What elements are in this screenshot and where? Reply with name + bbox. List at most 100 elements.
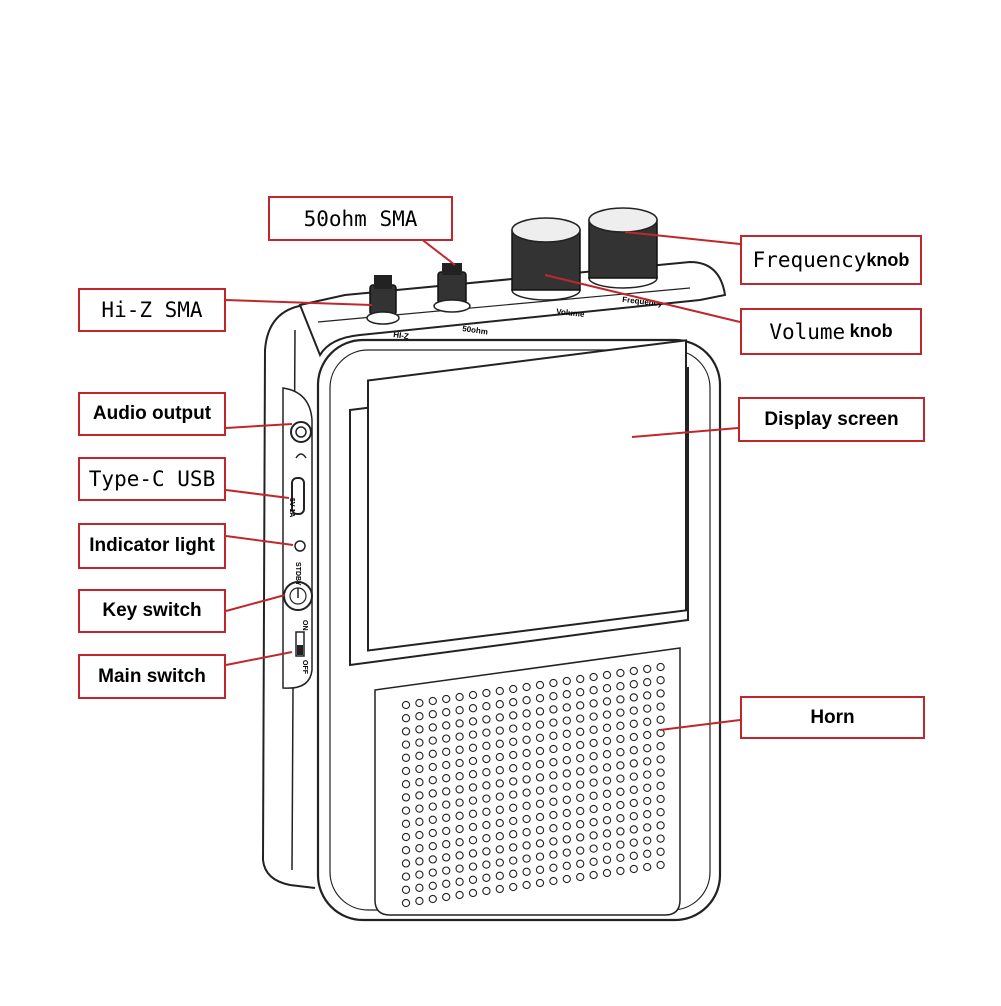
horn-hole bbox=[589, 712, 598, 721]
horn-hole bbox=[495, 766, 504, 775]
horn-hole bbox=[442, 721, 451, 730]
horn-hole bbox=[401, 793, 411, 802]
horn-hole bbox=[468, 809, 478, 818]
horn-hole bbox=[495, 805, 504, 814]
horn-hole bbox=[428, 868, 437, 877]
horn-hole bbox=[616, 866, 625, 876]
horn-hole bbox=[602, 763, 612, 772]
horn-hole bbox=[455, 824, 464, 834]
horn-hole bbox=[495, 779, 504, 788]
sma-50ohm-connector bbox=[433, 263, 471, 313]
horn-hole bbox=[616, 800, 625, 810]
horn-hole bbox=[602, 776, 612, 785]
leader-frequency-knob bbox=[624, 231, 741, 245]
horn-hole bbox=[468, 690, 478, 700]
horn-hole bbox=[549, 771, 558, 780]
horn-hole bbox=[468, 862, 478, 871]
horn-hole bbox=[589, 686, 598, 695]
horn-hole bbox=[576, 701, 585, 710]
horn-hole bbox=[415, 778, 424, 787]
horn-hole bbox=[535, 878, 545, 888]
horn-hole bbox=[576, 740, 585, 750]
label-indicator-light: Indicator light bbox=[89, 535, 215, 556]
horn-hole bbox=[415, 817, 424, 826]
horn-hole bbox=[509, 698, 518, 707]
horn-hole bbox=[656, 794, 665, 804]
horn-hole bbox=[562, 822, 571, 831]
horn-hole bbox=[442, 774, 451, 783]
horn-hole bbox=[522, 696, 531, 705]
horn-hole bbox=[509, 750, 518, 760]
horn-hole bbox=[656, 689, 665, 698]
label-display-screen: Display screen bbox=[764, 408, 899, 430]
horn-hole bbox=[643, 678, 652, 687]
callout-50ohm-sma: 50ohm SMA bbox=[268, 196, 453, 241]
horn-hole bbox=[468, 796, 478, 805]
horn-hole bbox=[401, 766, 411, 776]
horn-hole bbox=[442, 853, 451, 862]
horn-hole bbox=[415, 844, 424, 853]
horn-hole bbox=[656, 821, 665, 830]
horn-hole bbox=[455, 772, 464, 781]
horn-hole bbox=[428, 696, 437, 706]
horn-hole bbox=[535, 826, 545, 835]
horn-hole bbox=[401, 753, 411, 762]
callout-key-switch: Key switch bbox=[78, 589, 226, 633]
horn-hole bbox=[495, 726, 504, 735]
horn-hole bbox=[495, 884, 504, 894]
horn-hole bbox=[442, 840, 451, 849]
horn-hole bbox=[643, 730, 652, 740]
horn-hole bbox=[468, 836, 478, 845]
horn-hole bbox=[522, 814, 531, 824]
horn-hole bbox=[589, 672, 598, 682]
horn-hole bbox=[629, 706, 638, 715]
horn-hole bbox=[602, 829, 612, 838]
horn-hole bbox=[468, 783, 478, 792]
horn-hole bbox=[589, 752, 598, 761]
horn-hole bbox=[562, 756, 571, 765]
horn-hole bbox=[495, 713, 504, 722]
horn-hole bbox=[616, 774, 625, 783]
horn-hole bbox=[602, 789, 612, 798]
horn-hole bbox=[495, 818, 504, 828]
horn-hole bbox=[495, 871, 504, 880]
horn-hole bbox=[602, 684, 612, 693]
horn-hole bbox=[549, 863, 558, 872]
horn-hole bbox=[509, 843, 518, 852]
horn-hole bbox=[616, 787, 625, 796]
horn-hole bbox=[656, 834, 665, 843]
horn-hole bbox=[589, 818, 598, 827]
horn-hole bbox=[415, 857, 424, 866]
horn-hole bbox=[401, 819, 411, 828]
horn-hole bbox=[589, 765, 598, 774]
leader-main-switch bbox=[225, 651, 293, 666]
horn-hole bbox=[656, 676, 665, 685]
horn-hole bbox=[576, 780, 585, 789]
horn-hole bbox=[535, 746, 545, 756]
horn-hole bbox=[442, 800, 451, 809]
horn-hole bbox=[629, 851, 638, 860]
horn-hole bbox=[428, 894, 437, 904]
horn-hole bbox=[428, 776, 437, 785]
horn-hole bbox=[549, 784, 558, 793]
horn-hole bbox=[442, 813, 451, 822]
horn-hole bbox=[415, 870, 424, 879]
horn-hole bbox=[495, 739, 504, 748]
horn-hole bbox=[482, 886, 491, 896]
horn-hole bbox=[522, 828, 531, 837]
horn-hole bbox=[616, 682, 625, 691]
horn-hole bbox=[562, 769, 571, 778]
headphone-icon bbox=[295, 453, 307, 459]
horn-hole bbox=[576, 872, 585, 882]
horn-hole bbox=[602, 842, 612, 851]
horn-hole bbox=[643, 862, 652, 872]
horn-hole bbox=[415, 791, 424, 800]
horn-hole bbox=[442, 787, 451, 796]
horn-hole bbox=[482, 715, 491, 724]
horn-hole bbox=[455, 745, 464, 754]
leader-50ohm-sma bbox=[419, 237, 456, 266]
device-side-panel bbox=[261, 304, 316, 889]
horn-hole bbox=[602, 750, 612, 759]
horn-hole bbox=[509, 790, 518, 799]
